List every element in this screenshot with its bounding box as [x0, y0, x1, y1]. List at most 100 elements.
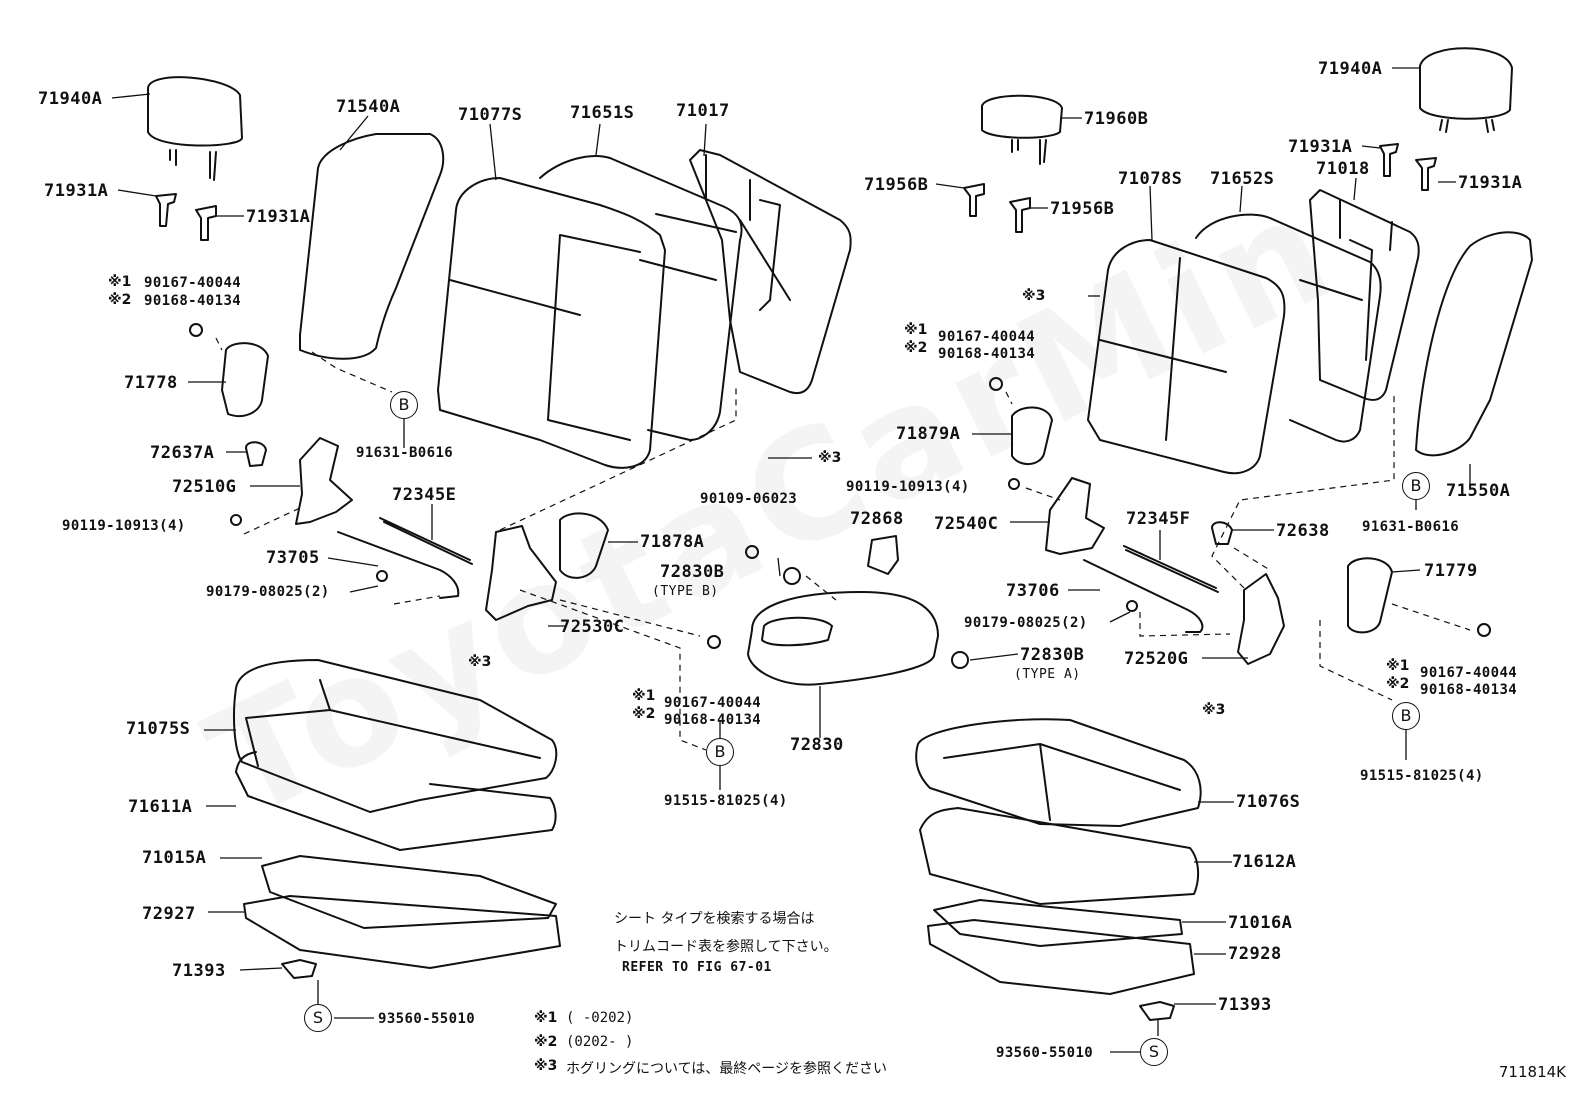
guide-71931A-l2 [195, 205, 217, 241]
screw-90179-l [376, 570, 388, 582]
label-71931A-left-2: 71931A [246, 207, 311, 227]
label-90167-right-1: 90167-40044 [938, 329, 1036, 345]
cushion-frame-71016A [933, 899, 1183, 947]
mark-3-right-back: ※3 [1022, 288, 1046, 304]
screw-90109 [745, 545, 759, 559]
label-71078S: 71078S [1118, 169, 1183, 189]
screw-l1 [189, 323, 203, 337]
label-90179-right: 90179-08025(2) [964, 615, 1088, 631]
label-71017: 71017 [676, 101, 730, 121]
footnote-3-text: ホグリングについては、最終ページを参照ください [566, 1061, 888, 1077]
hinge-72520G [1237, 573, 1285, 665]
label-72868: 72868 [850, 509, 904, 529]
headrest-right [1419, 47, 1513, 133]
frame-72927 [243, 895, 561, 969]
label-71016A: 71016A [1228, 913, 1293, 933]
cable-73706 [1083, 559, 1204, 633]
mark-1-right-2: ※1 [1386, 658, 1410, 674]
label-91631-right: 91631-B0616 [1362, 519, 1460, 535]
guide-71931A-r2 [1415, 157, 1437, 191]
label-72637A: 72637A [150, 443, 215, 463]
cover-71779 [1347, 557, 1393, 634]
cushion-cover-71075S [233, 659, 558, 813]
callout-S-right: S [1140, 1038, 1168, 1066]
note-jp-line2: トリムコード表を参照して下さい。 [614, 939, 838, 955]
mark-3-armrest: ※3 [818, 450, 842, 466]
cover-71778 [221, 342, 269, 418]
label-91515-center: 91515-81025(4) [664, 793, 788, 809]
clip-72830B-r [951, 651, 969, 669]
trim-71540A [299, 133, 445, 360]
label-72520G: 72520G [1124, 649, 1189, 669]
cushion-cover-71076S [915, 718, 1202, 827]
label-71652S: 71652S [1210, 169, 1275, 189]
label-72928: 72928 [1228, 944, 1282, 964]
knob-72638 [1211, 521, 1233, 545]
mark-2-center: ※2 [632, 706, 656, 722]
label-type-a: (TYPE A) [1014, 667, 1081, 682]
label-90119-left: 90119-10913(4) [62, 518, 186, 534]
label-72927: 72927 [142, 904, 196, 924]
label-71960B: 71960B [1084, 109, 1149, 129]
label-90168-center: 90168-40134 [664, 712, 762, 728]
bracket-71393-l [281, 959, 317, 979]
screw-r2 [1477, 623, 1491, 637]
label-71651S: 71651S [570, 103, 635, 123]
cable-72345F [1123, 545, 1219, 593]
cover-72868 [867, 535, 899, 575]
screw-90167-c [707, 635, 721, 649]
label-72830B-right: 72830B [1020, 645, 1085, 665]
label-71878A: 71878A [640, 532, 705, 552]
label-71779: 71779 [1424, 561, 1478, 581]
label-71018: 71018 [1316, 159, 1370, 179]
note-jp-line1: シート タイプを検索する場合は [614, 911, 815, 927]
label-71015A: 71015A [142, 848, 207, 868]
label-90167-left: 90167-40044 [144, 275, 242, 291]
guide-71956B-2 [1009, 197, 1031, 233]
footnote-2-mark: ※2 [534, 1034, 558, 1050]
label-71879A: 71879A [896, 424, 961, 444]
note-refer: REFER TO FIG 67-01 [622, 960, 772, 975]
footnote-2-text: (0202- ) [566, 1034, 634, 1050]
label-type-b: (TYPE B) [652, 584, 719, 599]
callout-B-center: B [706, 738, 734, 766]
label-90109: 90109-06023 [700, 491, 798, 507]
figure-code: 711814K [1498, 1063, 1566, 1081]
cable-72345E [379, 517, 473, 565]
hinge-72540C [1045, 477, 1105, 555]
seatback-cover-71078S [1087, 239, 1286, 475]
screw-90179-r [1126, 600, 1138, 612]
label-71931A-right-2: 71931A [1458, 173, 1523, 193]
seatback-frame-71018 [1309, 189, 1420, 401]
label-90167-center: 90167-40044 [664, 695, 762, 711]
seatback-frame-71017 [689, 149, 852, 395]
cover-71878A [559, 512, 609, 579]
label-71550A: 71550A [1446, 481, 1511, 501]
label-73706: 73706 [1006, 581, 1060, 601]
label-71612A: 71612A [1232, 852, 1297, 872]
label-71956B-2: 71956B [1050, 199, 1115, 219]
label-72345E: 72345E [392, 485, 457, 505]
hinge-72530C [485, 525, 557, 621]
seatback-pad-71651S [539, 155, 743, 441]
mark-3-left-cushion: ※3 [468, 654, 492, 670]
label-90119-right: 90119-10913(4) [846, 479, 970, 495]
label-93560-right: 93560-55010 [996, 1045, 1094, 1061]
callout-B-left: B [390, 391, 418, 419]
seatback-pad-71652S [1195, 213, 1382, 443]
screw-90119-l [230, 514, 242, 526]
screw-r1 [989, 377, 1003, 391]
label-72510G: 72510G [172, 477, 237, 497]
mark-1-left: ※1 [108, 274, 132, 290]
label-72530C: 72530C [560, 617, 625, 637]
label-71778: 71778 [124, 373, 178, 393]
label-71077S: 71077S [458, 105, 523, 125]
label-72345F: 72345F [1126, 509, 1191, 529]
clip-72830B-l [783, 567, 801, 585]
label-71931A-left-1: 71931A [44, 181, 109, 201]
label-90168-right-2: 90168-40134 [1420, 682, 1518, 698]
footnote-1-mark: ※1 [534, 1010, 558, 1026]
callout-B-right-bottom: B [1392, 702, 1420, 730]
callout-B-right-top: B [1402, 472, 1430, 500]
